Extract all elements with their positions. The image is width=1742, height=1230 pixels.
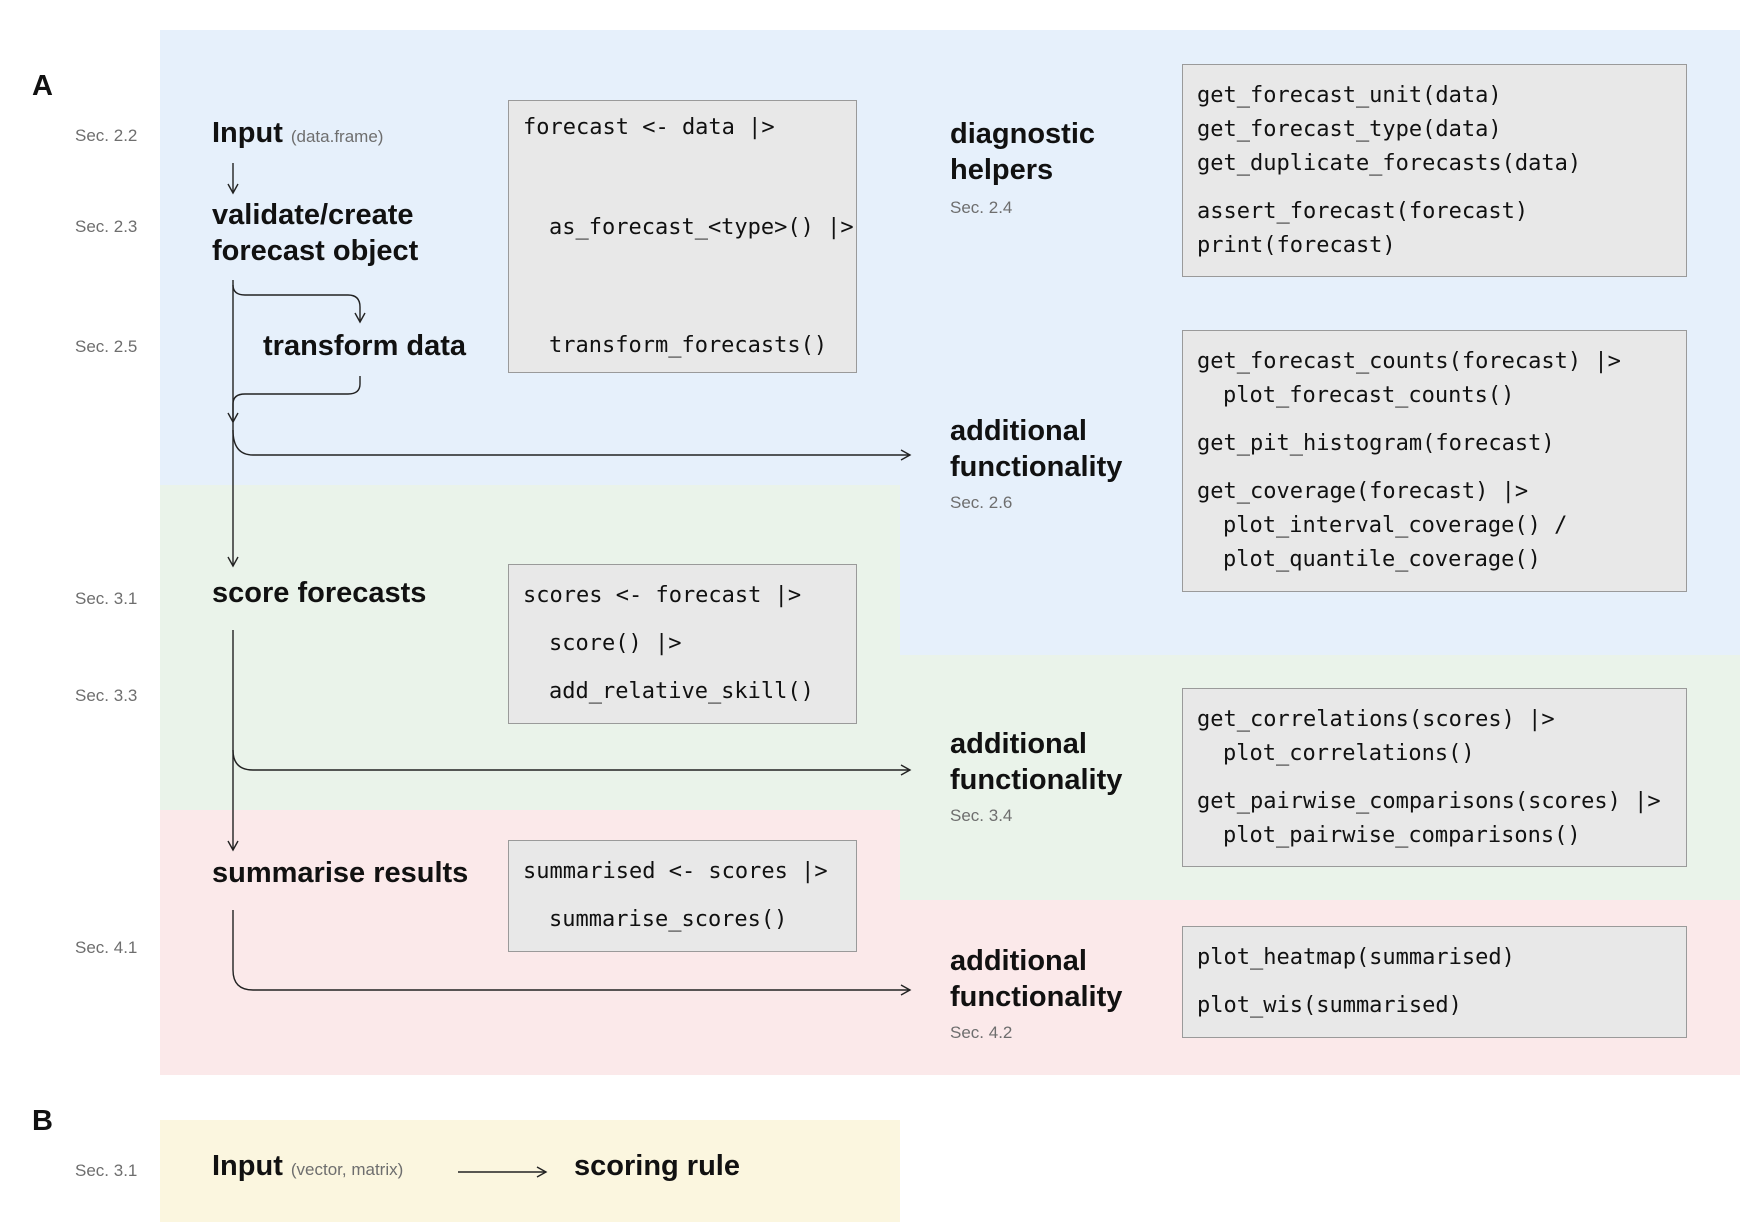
panel-b-input-note: (vector, matrix) <box>290 1160 404 1179</box>
sec-label-panel-b: Sec. 3.1 <box>75 1161 138 1180</box>
diagnostic-title-line2: helpers <box>950 154 1054 186</box>
code-line: plot_forecast_counts() <box>1223 383 1515 408</box>
additional-3-title-line1: additional <box>950 945 1087 977</box>
sec-label-4-1: Sec. 4.1 <box>75 938 138 957</box>
input-heading: Input (data.frame) <box>212 115 383 155</box>
sec-label-validate: Sec. 2.3 <box>75 217 138 236</box>
sec-label-input: Sec. 2.2 <box>75 126 138 145</box>
sec-label-additional-2: Sec. 3.4 <box>950 806 1013 825</box>
sec-label-score: Sec. 3.1 <box>75 589 138 608</box>
validate-title-line1: validate/create <box>212 199 414 231</box>
input-title: Input <box>212 117 283 149</box>
additional-1-code-box: get_forecast_counts(forecast) |> plot_fo… <box>1182 330 1687 592</box>
code-line: summarised <- scores |> <box>523 859 828 884</box>
code-line: scores <- forecast |> <box>523 583 802 608</box>
code-line: add_relative_skill() <box>549 679 814 704</box>
additional-2-title-line2: functionality <box>950 764 1123 796</box>
code-line: plot_interval_coverage() / <box>1223 513 1568 538</box>
code-line: forecast <- data |> <box>523 115 775 140</box>
arrow-to-additional-1 <box>232 429 912 461</box>
arrow-to-additional-2 <box>232 749 912 776</box>
additional-1-heading: additional functionality <box>950 413 1122 485</box>
code-line: summarise_scores() <box>549 907 788 932</box>
additional-1-title-line2: functionality <box>950 451 1123 483</box>
code-line: plot_pairwise_comparisons() <box>1223 823 1581 848</box>
summarise-heading: summarise results <box>212 857 469 889</box>
code-line: get_coverage(forecast) |> <box>1197 479 1529 504</box>
sec-label-additional-1: Sec. 2.6 <box>950 493 1013 512</box>
score-heading: score forecasts <box>212 577 427 609</box>
arrow-to-additional-3 <box>232 910 912 996</box>
code-line: transform_forecasts() <box>549 333 828 358</box>
additional-1-title-line1: additional <box>950 415 1087 447</box>
code-line: get_duplicate_forecasts(data) <box>1197 151 1582 176</box>
panel-b-input-heading: Input (vector, matrix) <box>212 1148 403 1188</box>
panel-b-input-title: Input <box>212 1150 283 1182</box>
score-code-box: scores <- forecast |> score() |> add_rel… <box>508 564 857 724</box>
sec-label-transform: Sec. 2.5 <box>75 337 138 356</box>
forecast-code-box: forecast <- data |> as_forecast_<type>()… <box>508 100 857 373</box>
panel-a-label: A <box>32 70 53 102</box>
region-yellow <box>160 1120 900 1222</box>
code-line: get_correlations(scores) |> <box>1197 707 1555 732</box>
summarise-code-box: summarised <- scores |> summarise_scores… <box>508 840 857 952</box>
additional-2-title-line1: additional <box>950 728 1087 760</box>
panel-b-label: B <box>32 1105 53 1137</box>
arrow-to-transform <box>232 284 366 324</box>
transform-heading: transform data <box>263 330 467 362</box>
additional-2-code-box: get_correlations(scores) |> plot_correla… <box>1182 688 1687 867</box>
additional-3-heading: additional functionality <box>950 943 1122 1015</box>
diagnostic-code-box: get_forecast_unit(data) get_forecast_typ… <box>1182 64 1687 277</box>
code-line: plot_wis(summarised) <box>1197 993 1462 1018</box>
code-line: score() |> <box>549 631 682 656</box>
code-line: plot_quantile_coverage() <box>1223 547 1541 572</box>
diagnostic-title-line1: diagnostic <box>950 118 1096 150</box>
code-line: get_forecast_type(data) <box>1197 117 1502 142</box>
validate-title-line2: forecast object <box>212 235 419 267</box>
sec-label-additional-3: Sec. 4.2 <box>950 1023 1013 1042</box>
sec-label-diagnostic: Sec. 2.4 <box>950 198 1013 217</box>
code-line: plot_correlations() <box>1223 741 1475 766</box>
input-note: (data.frame) <box>290 127 384 146</box>
code-line: assert_forecast(forecast) <box>1197 199 1529 224</box>
code-line: print(forecast) <box>1197 233 1396 258</box>
code-line: get_pit_histogram(forecast) <box>1197 431 1555 456</box>
additional-2-heading: additional functionality <box>950 726 1122 798</box>
additional-3-title-line2: functionality <box>950 981 1123 1013</box>
code-line: get_forecast_counts(forecast) |> <box>1197 349 1621 374</box>
diagnostic-heading: diagnostic helpers <box>950 116 1095 188</box>
scoring-rule-heading: scoring rule <box>574 1150 740 1182</box>
code-line: as_forecast_<type>() |> <box>549 215 854 240</box>
arrow-from-transform <box>227 376 361 424</box>
validate-heading: validate/create forecast object <box>212 197 418 269</box>
additional-3-code-box: plot_heatmap(summarised) plot_wis(summar… <box>1182 926 1687 1038</box>
code-line: get_forecast_unit(data) <box>1197 83 1502 108</box>
code-line: plot_heatmap(summarised) <box>1197 945 1515 970</box>
sec-label-3-3: Sec. 3.3 <box>75 686 138 705</box>
code-line: get_pairwise_comparisons(scores) |> <box>1197 789 1661 814</box>
